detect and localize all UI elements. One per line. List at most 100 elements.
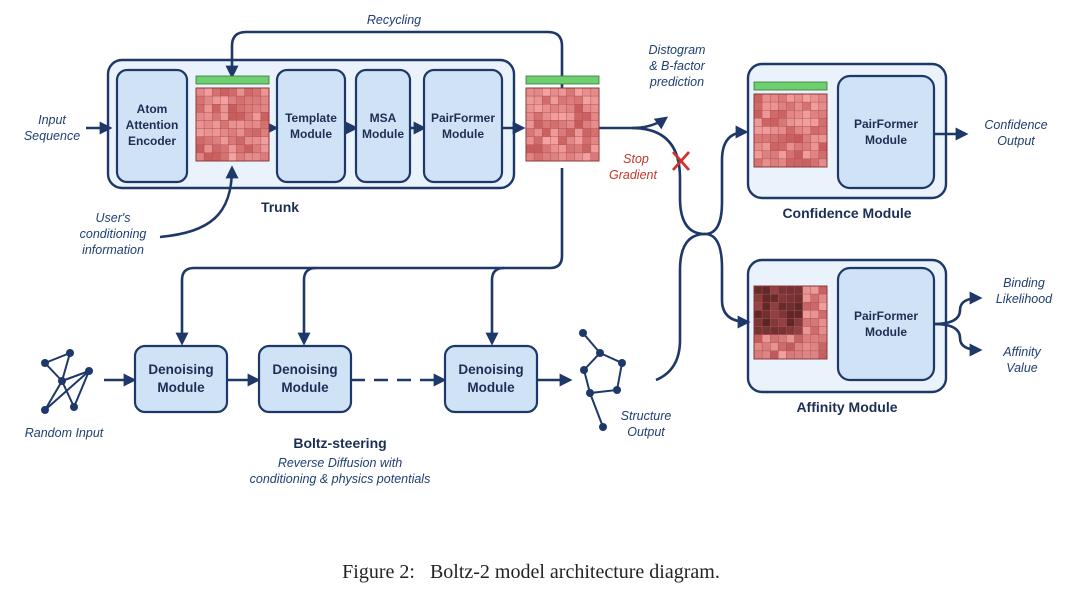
- pair-cell: [582, 87, 592, 97]
- pair-cell: [753, 93, 763, 103]
- pair-cell: [244, 136, 253, 145]
- trunk-pairformer-label-1: PairFormer: [431, 111, 495, 125]
- atom-label-3: Encoder: [128, 134, 176, 148]
- pair-cell: [818, 150, 828, 160]
- pair-grid-border: [753, 93, 828, 168]
- pair-cell: [574, 87, 583, 97]
- pair-cell: [525, 104, 535, 113]
- pair-representation-2: [525, 87, 600, 162]
- pair-cell: [786, 93, 795, 103]
- pair-cell: [778, 334, 787, 343]
- pair-cell: [794, 158, 803, 168]
- pair-cell: [770, 334, 779, 343]
- pair-cell: [582, 128, 592, 137]
- pair-cell: [818, 302, 828, 311]
- pair-cell: [220, 144, 229, 154]
- pair-cell: [794, 318, 803, 327]
- pair-cell: [203, 112, 213, 121]
- pair-cell: [770, 350, 779, 360]
- pair-cell: [236, 104, 245, 113]
- pair-cell: [525, 120, 535, 129]
- pair-cell: [753, 118, 763, 127]
- pair-cell: [810, 293, 820, 303]
- pair-cell: [753, 110, 763, 119]
- pair-cell: [818, 318, 828, 327]
- pair-cell: [818, 134, 828, 143]
- pair-cell: [778, 310, 787, 319]
- pair-cell: [244, 144, 253, 154]
- pair-representation-1: [195, 87, 270, 162]
- pair-cell: [802, 334, 811, 343]
- pair-cell: [770, 342, 779, 352]
- pair-grid-border: [525, 87, 600, 162]
- pair-cell: [582, 136, 592, 145]
- pair-cell: [542, 112, 551, 121]
- pair-cell: [582, 104, 592, 113]
- pair-cell: [195, 128, 205, 137]
- pair-cell: [533, 144, 543, 154]
- binding-likelihood-label-2: Likelihood: [996, 292, 1053, 306]
- pair-cell: [810, 126, 820, 135]
- pair-cell: [533, 120, 543, 129]
- pair-cell: [542, 136, 551, 145]
- pair-cell: [761, 318, 771, 327]
- pair-cell: [778, 342, 787, 352]
- recycling-label: Recycling: [367, 13, 421, 27]
- pair-cell: [778, 302, 787, 311]
- pair-cell: [220, 120, 229, 129]
- pair-cell: [252, 136, 262, 145]
- pair-cell: [582, 152, 592, 162]
- pair-cell: [794, 310, 803, 319]
- pair-cell: [203, 152, 213, 162]
- pair-cell: [818, 142, 828, 151]
- distogram-label-1: Distogram: [649, 43, 706, 57]
- pair-cell: [810, 110, 820, 119]
- pair-cell: [533, 104, 543, 113]
- stop-gradient-label-1: Stop: [623, 152, 649, 166]
- pair-cell: [794, 110, 803, 119]
- affinity-pairformer-module: PairFormer Module: [836, 266, 936, 382]
- pair-cell: [260, 144, 270, 154]
- affinity-value-label-2: Value: [1006, 361, 1038, 375]
- pair-cell: [550, 120, 559, 129]
- recycling-arrow: [225, 30, 564, 88]
- trunk-label: Trunk: [261, 199, 299, 215]
- pair-cell: [770, 318, 779, 327]
- random-input-graph-icon: [41, 349, 93, 414]
- pair-cell: [761, 302, 771, 311]
- pair-cell: [753, 101, 763, 111]
- distogram-label-2: & B-factor: [649, 59, 705, 73]
- affinity-value-arrow: [933, 322, 983, 357]
- pair-cell: [786, 302, 795, 311]
- figure-caption: Figure 2: Boltz-2 model architecture dia…: [342, 561, 720, 583]
- pair-cell: [794, 118, 803, 127]
- pair-cell: [802, 126, 811, 135]
- pair-cell: [818, 285, 828, 295]
- pair-cell: [203, 95, 213, 105]
- pair-cell: [778, 93, 787, 103]
- pair-cell: [203, 128, 213, 137]
- pair-cell: [220, 136, 229, 145]
- pair-cell: [574, 95, 583, 105]
- users-conditioning-label-3: information: [82, 243, 144, 257]
- pair-cell: [558, 104, 567, 113]
- pair-cell: [802, 142, 811, 151]
- pair-cell: [786, 326, 795, 335]
- pair-cell: [533, 95, 543, 105]
- pair-cell: [810, 342, 820, 352]
- pair-cell: [203, 144, 213, 154]
- template-label-1: Template: [285, 111, 337, 125]
- binding-likelihood-label-1: Binding: [1003, 276, 1045, 290]
- pair-cell: [542, 152, 551, 162]
- pair-cell: [228, 87, 237, 97]
- pair-cell: [525, 136, 535, 145]
- pair-cell: [753, 134, 763, 143]
- pair-cell: [260, 120, 270, 129]
- denoising-module-1: Denoising Module: [133, 344, 229, 414]
- pair-cell: [770, 126, 779, 135]
- pair-cell: [794, 285, 803, 295]
- pair-cell: [761, 285, 771, 295]
- structure-output-label-2: Output: [627, 425, 665, 439]
- pair-cell: [794, 342, 803, 352]
